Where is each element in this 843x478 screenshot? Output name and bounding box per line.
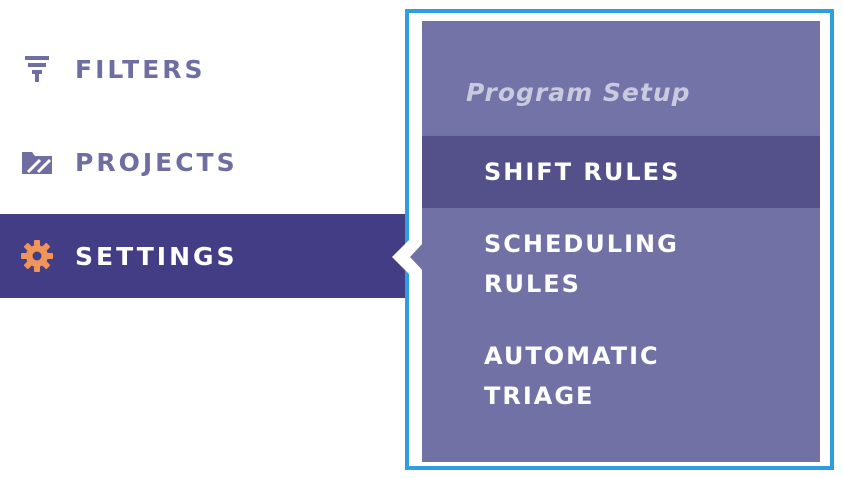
flyout-header: Program Setup: [422, 21, 820, 135]
flyout-pointer-fill: [410, 242, 424, 272]
flyout-title: Program Setup: [466, 78, 691, 107]
submenu-item-label: SHIFT RULES: [484, 158, 681, 186]
nav-item-label: FILTERS: [75, 54, 206, 84]
nav-item-projects[interactable]: PROJECTS: [0, 137, 405, 187]
submenu-item-automatic-triage[interactable]: AUTOMATIC TRIAGE: [422, 336, 820, 426]
folder-icon: [20, 145, 54, 179]
nav-item-filters[interactable]: FILTERS: [0, 44, 405, 94]
submenu-item-label-line: RULES: [484, 270, 581, 298]
submenu-item-label-line: TRIAGE: [484, 382, 595, 410]
submenu-item-label-line: SCHEDULING: [484, 230, 679, 258]
funnel-icon: [20, 52, 54, 86]
submenu-item-label-line: AUTOMATIC: [484, 342, 660, 370]
flyout-pointer: [392, 240, 409, 274]
gear-icon: [20, 239, 54, 273]
side-nav: FILTERS PROJECTS: [0, 0, 405, 478]
nav-item-label: SETTINGS: [75, 241, 238, 271]
nav-item-label: PROJECTS: [75, 147, 238, 177]
submenu-item-scheduling-rules[interactable]: SCHEDULING RULES: [422, 224, 820, 314]
nav-item-settings[interactable]: SETTINGS: [0, 214, 405, 298]
submenu-item-shift-rules[interactable]: SHIFT RULES: [422, 136, 820, 208]
settings-flyout-menu: Program Setup SHIFT RULES SCHEDULING RUL…: [422, 21, 820, 462]
